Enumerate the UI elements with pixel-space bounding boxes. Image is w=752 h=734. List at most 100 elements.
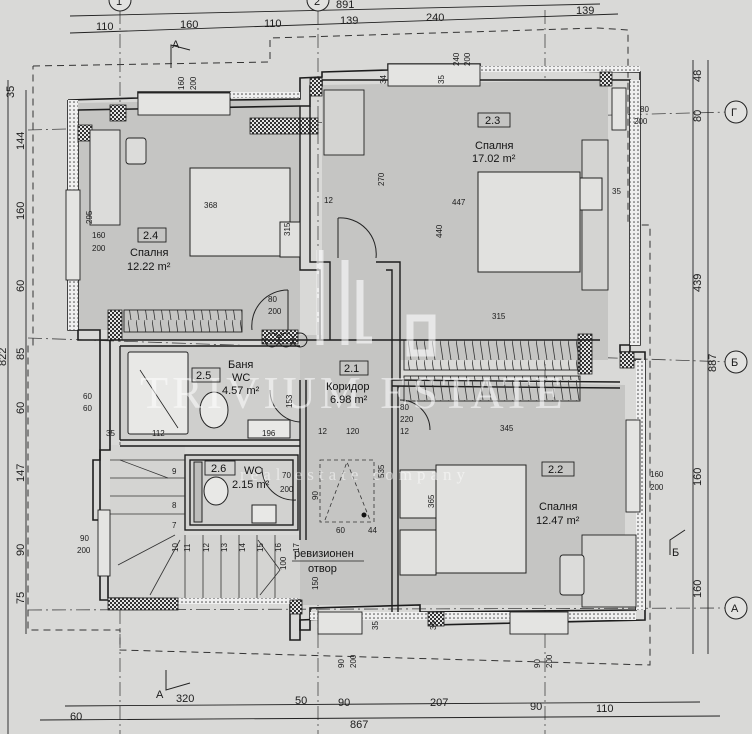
room-name: Спалня xyxy=(475,140,514,152)
win-bottom-b-w: 90 xyxy=(533,659,542,668)
room-number: 2.1 xyxy=(344,363,359,375)
dim-bottom-overall: 867 xyxy=(350,719,368,731)
bed-room-2-4 xyxy=(189,167,291,257)
stairs xyxy=(110,459,281,598)
dim-corridor-w: 120 xyxy=(346,427,360,436)
svg-text:13: 13 xyxy=(220,543,229,552)
room-name-line1: Баня xyxy=(228,359,253,371)
svg-text:17: 17 xyxy=(292,543,301,552)
win-left-small-h: 60 xyxy=(83,404,92,413)
win-right-top-h: 200 xyxy=(634,117,648,126)
axis-bubbles xyxy=(108,0,748,620)
dim-bath-w: 112 xyxy=(152,429,165,438)
dim-r23-depth: 270 xyxy=(377,172,386,186)
dim-bottom-2: 90 xyxy=(338,697,350,709)
dim-r23-len: 440 xyxy=(435,224,444,238)
svg-text:14: 14 xyxy=(238,543,247,552)
dim-left-6: 147 xyxy=(15,464,27,482)
dim-wall-35d: 35 xyxy=(429,621,438,630)
dim-left-overall: 822 xyxy=(0,348,9,366)
beds xyxy=(189,167,603,576)
win-left-small-w: 60 xyxy=(83,392,92,401)
dim-right-3: 160 xyxy=(692,468,704,486)
dim-top-3: 139 xyxy=(340,15,358,27)
dim-top-5: 139 xyxy=(576,5,594,17)
room-area: 12.22 m² xyxy=(127,261,171,273)
dim-wall-12b: 12 xyxy=(318,427,327,436)
dim-r22-width: 345 xyxy=(500,424,514,433)
dim-bottom-6: 60 xyxy=(70,711,82,723)
svg-text:7: 7 xyxy=(172,521,177,530)
win-right-bottom-w: 160 xyxy=(650,470,664,479)
watermark-logo-icon xyxy=(316,250,436,357)
dim-bottom-1: 50 xyxy=(295,695,307,707)
revision-opening xyxy=(319,459,375,523)
dim-wall-12: 12 xyxy=(324,196,333,205)
room-name-line2: WC xyxy=(232,372,250,384)
dim-44: 44 xyxy=(368,526,377,535)
dim-r23-wardrobe: 315 xyxy=(492,312,506,321)
dim-left-1: 144 xyxy=(15,132,27,150)
dim-right-2: 439 xyxy=(692,274,704,292)
svg-text:11: 11 xyxy=(183,543,192,552)
dim-153: 153 xyxy=(285,394,294,408)
window-dimensions: 160 200 240 200 80 200 160 200 160 200 6… xyxy=(77,52,664,668)
dim-corridor-len: 535 xyxy=(377,464,386,478)
bathroom-fixtures xyxy=(127,332,308,524)
dim-wall-35b: 35 xyxy=(106,429,115,438)
svg-text:16: 16 xyxy=(274,543,283,552)
dim-r24-depth: 295 xyxy=(85,210,94,224)
room-number: 2.5 xyxy=(196,370,211,382)
dim-bottom-5: 110 xyxy=(596,703,614,715)
dim-bottom-3: 207 xyxy=(430,697,448,709)
dim-left-5: 60 xyxy=(15,402,27,414)
dim-bottom-0: 320 xyxy=(176,693,194,705)
dim-door-200b: 200 xyxy=(268,307,282,316)
room-number: 2.3 xyxy=(485,115,500,127)
win-left-stair-w: 90 xyxy=(80,534,89,543)
section-a-bottom: А xyxy=(156,689,164,701)
dim-wall-35c: 35 xyxy=(371,621,380,630)
door-swings xyxy=(251,217,431,501)
dim-left-7: 90 xyxy=(15,544,27,556)
dim-left-8: 75 xyxy=(15,592,27,604)
dims-left: 35 144 160 60 85 60 147 90 75 822 xyxy=(0,86,27,604)
dim-door-200c: 200 xyxy=(280,485,294,494)
dim-100: 100 xyxy=(279,556,288,570)
dim-left-3: 60 xyxy=(15,280,27,292)
room-area: 12.47 m² xyxy=(536,515,580,527)
revision-label-line1: ревизионен xyxy=(294,548,354,560)
bed-room-2-2 xyxy=(435,464,527,574)
section-markers xyxy=(165,44,686,691)
win-top-left-w: 160 xyxy=(177,76,186,90)
room-name: Спалня xyxy=(539,501,578,513)
room-area: 4.57 m² xyxy=(222,385,260,397)
dim-left-4: 85 xyxy=(15,348,27,360)
dim-door-70: 70 xyxy=(282,471,291,480)
watermark-main: TRIVIUM ESTATE xyxy=(140,367,567,418)
win-left-stair-h: 200 xyxy=(77,546,91,555)
dim-right-4: 160 xyxy=(692,580,704,598)
win-right-top-w: 80 xyxy=(640,105,649,114)
room-2-3-floor xyxy=(322,80,608,360)
watermark: TRIVIUM ESTATE real estate company xyxy=(140,250,567,484)
sink-wc xyxy=(251,504,277,524)
watermark-sub: real estate company xyxy=(240,465,470,484)
axis-label-b: Б xyxy=(731,357,738,369)
dim-top-1: 160 xyxy=(180,19,198,31)
win-right-bottom-h: 200 xyxy=(650,483,664,492)
win-left-w: 160 xyxy=(92,231,106,240)
room-2-2-label: 2.2 Спалня 12.47 m² xyxy=(536,461,580,527)
dim-right-1: 80 xyxy=(692,110,704,122)
toilet-wc xyxy=(203,476,229,506)
svg-text:12: 12 xyxy=(202,543,211,552)
dim-wall-34: 34 xyxy=(379,75,388,84)
svg-text:15: 15 xyxy=(256,543,265,552)
dim-top-4: 240 xyxy=(426,12,444,24)
room-number: 2.6 xyxy=(211,463,226,475)
room-2-5-label: 2.5 Баня WC 4.57 m² xyxy=(191,359,260,397)
axis-label-a: А xyxy=(731,603,739,615)
dim-bath-l: 196 xyxy=(262,429,276,438)
room-area: 17.02 m² xyxy=(472,153,516,165)
